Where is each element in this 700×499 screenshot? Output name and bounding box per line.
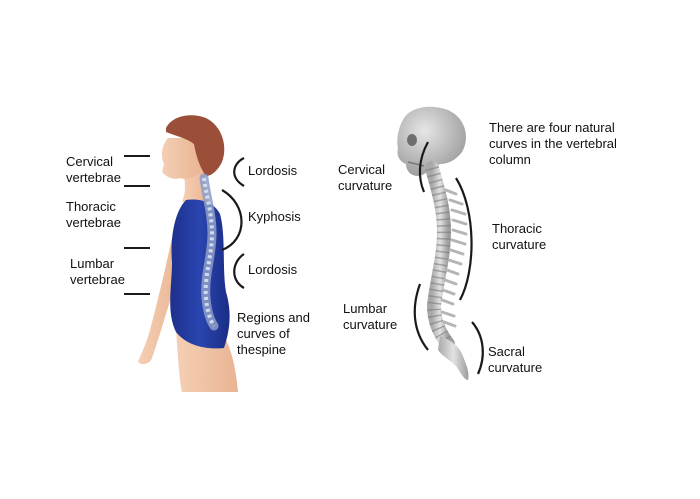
- human-figure: [138, 115, 238, 392]
- label-cervical-vertebrae: Cervical vertebrae: [66, 154, 121, 185]
- column-body: [425, 161, 455, 351]
- label-lower-lordosis: Lordosis: [248, 262, 298, 277]
- skeleton-spine: [397, 106, 469, 380]
- label-lumbar-vertebrae: Lumbar vertebrae: [70, 256, 125, 287]
- label-upper-lordosis: Lordosis: [248, 163, 298, 178]
- figure-spine: [199, 173, 219, 331]
- caption-regions-curves: Regions and curves of thespine: [237, 310, 310, 357]
- label-cervical-curvature: Cervical curvature: [338, 162, 393, 193]
- hair: [166, 115, 225, 176]
- curve-brackets: [221, 157, 245, 289]
- label-sacral-curvature: Sacral curvature: [488, 344, 543, 375]
- intro-text: There are four natural curves in the ver…: [489, 120, 617, 167]
- sacrum: [438, 336, 469, 380]
- bodysuit: [170, 199, 230, 349]
- face: [161, 138, 203, 179]
- label-lumbar-curvature: Lumbar curvature: [343, 301, 398, 332]
- label-thoracic-vertebrae: Thoracic vertebrae: [66, 199, 121, 230]
- label-thoracic-curvature: Thoracic curvature: [492, 221, 547, 252]
- skull: [397, 106, 466, 176]
- region-lines: [124, 155, 150, 295]
- label-kyphosis: Kyphosis: [248, 209, 301, 224]
- curvature-brackets: [413, 141, 484, 375]
- arm: [138, 238, 182, 365]
